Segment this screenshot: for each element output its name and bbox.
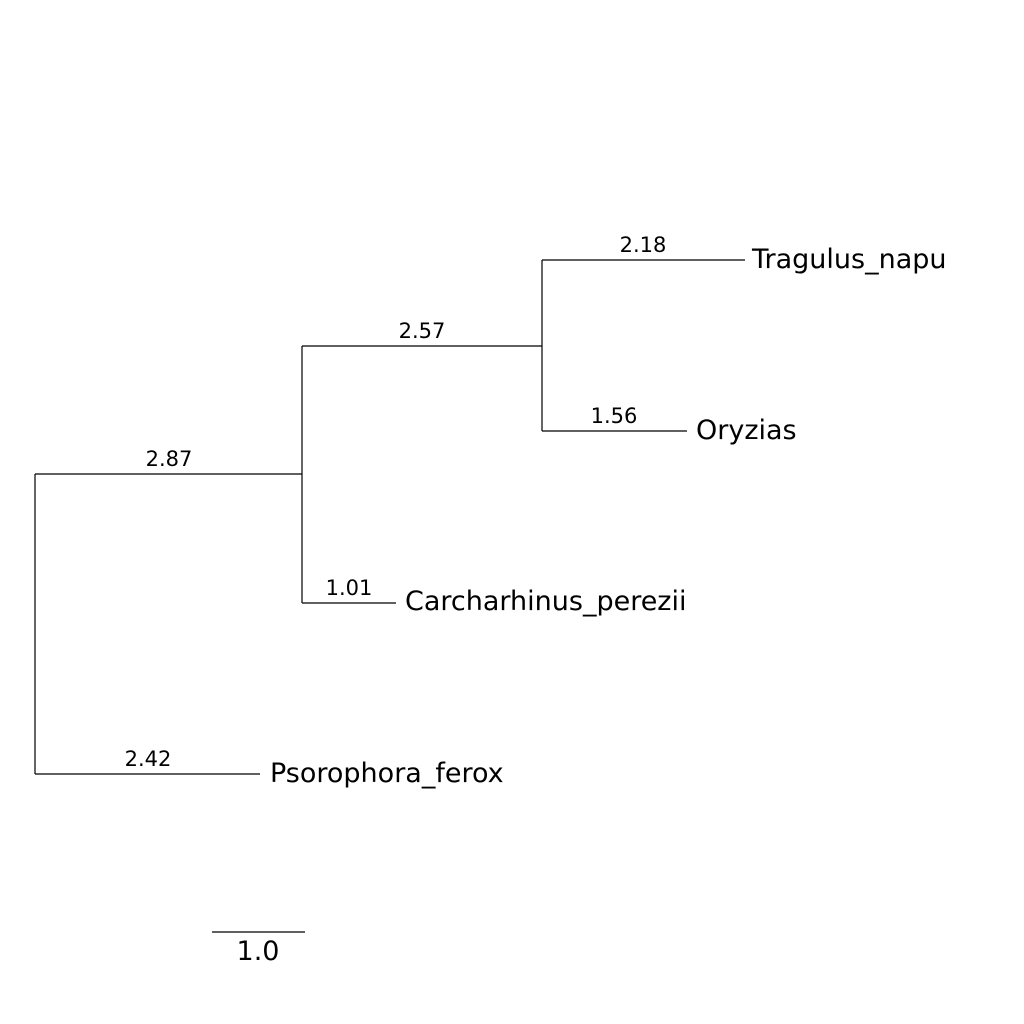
branch-length-internal-a: 2.87 [146,447,193,471]
leaf-label-psorophora-ferox: Psorophora_ferox [270,758,504,789]
leaf-label-carcharhinus-perezii: Carcharhinus_perezii [405,586,686,617]
leaf-label-tragulus-napu: Tragulus_napu [751,244,947,275]
scale-bar-label: 1.0 [237,936,280,967]
branch-length-carcharhinus-perezii: 1.01 [326,576,373,600]
branch-length-internal-b: 2.57 [399,319,446,343]
branch-length-psorophora-ferox: 2.42 [125,747,172,771]
branch-length-oryzias: 1.56 [591,404,638,428]
leaf-label-oryzias: Oryzias [696,415,797,446]
branch-length-tragulus-napu: 2.18 [620,233,667,257]
